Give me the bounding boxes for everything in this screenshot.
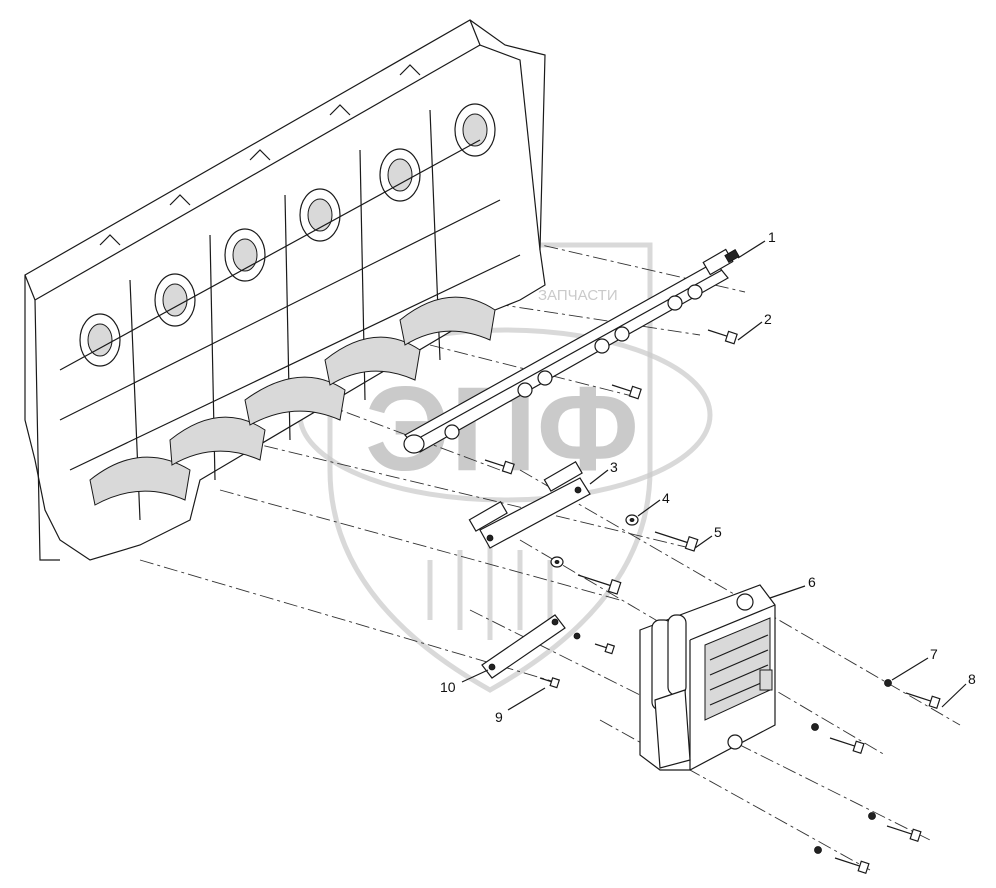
callout-5: 5 — [714, 524, 722, 540]
bolt — [539, 677, 561, 689]
bolt — [829, 737, 865, 755]
bolt — [886, 825, 922, 843]
bolt — [484, 459, 515, 475]
callout-7: 7 — [930, 646, 938, 662]
watermark-wheat — [427, 545, 553, 640]
cylinder-bores — [79, 103, 496, 367]
bolt — [594, 643, 616, 655]
rail-bolts — [484, 329, 738, 475]
lower-bracket — [481, 614, 566, 679]
callout-4: 4 — [662, 490, 670, 506]
bolt — [905, 692, 941, 710]
bolt — [577, 574, 622, 595]
bolt — [654, 531, 699, 552]
callout-3: 3 — [610, 459, 618, 475]
fuel-rail — [403, 248, 740, 454]
long-bolts — [577, 531, 699, 595]
callout-2: 2 — [764, 311, 772, 327]
callout-1: 1 — [768, 229, 776, 245]
control-unit — [639, 584, 776, 771]
callouts: 1 2 3 4 5 6 7 8 9 10 — [440, 229, 976, 725]
bolt — [834, 857, 870, 875]
washer — [550, 514, 639, 568]
engine-block — [24, 19, 546, 561]
unit-fasteners — [811, 679, 941, 875]
block-ribs — [59, 109, 521, 521]
watermark-caption: ЗАПЧАСТИ — [538, 287, 618, 304]
callout-10: 10 — [440, 679, 456, 695]
callout-9: 9 — [495, 709, 503, 725]
watermark-shield — [327, 242, 653, 693]
rail-ports — [444, 284, 703, 440]
callout-6: 6 — [808, 574, 816, 590]
bolt — [611, 384, 642, 400]
callout-8: 8 — [968, 671, 976, 687]
bracket-bar — [468, 460, 591, 549]
bolt — [707, 329, 738, 345]
small-bolts — [539, 632, 616, 689]
